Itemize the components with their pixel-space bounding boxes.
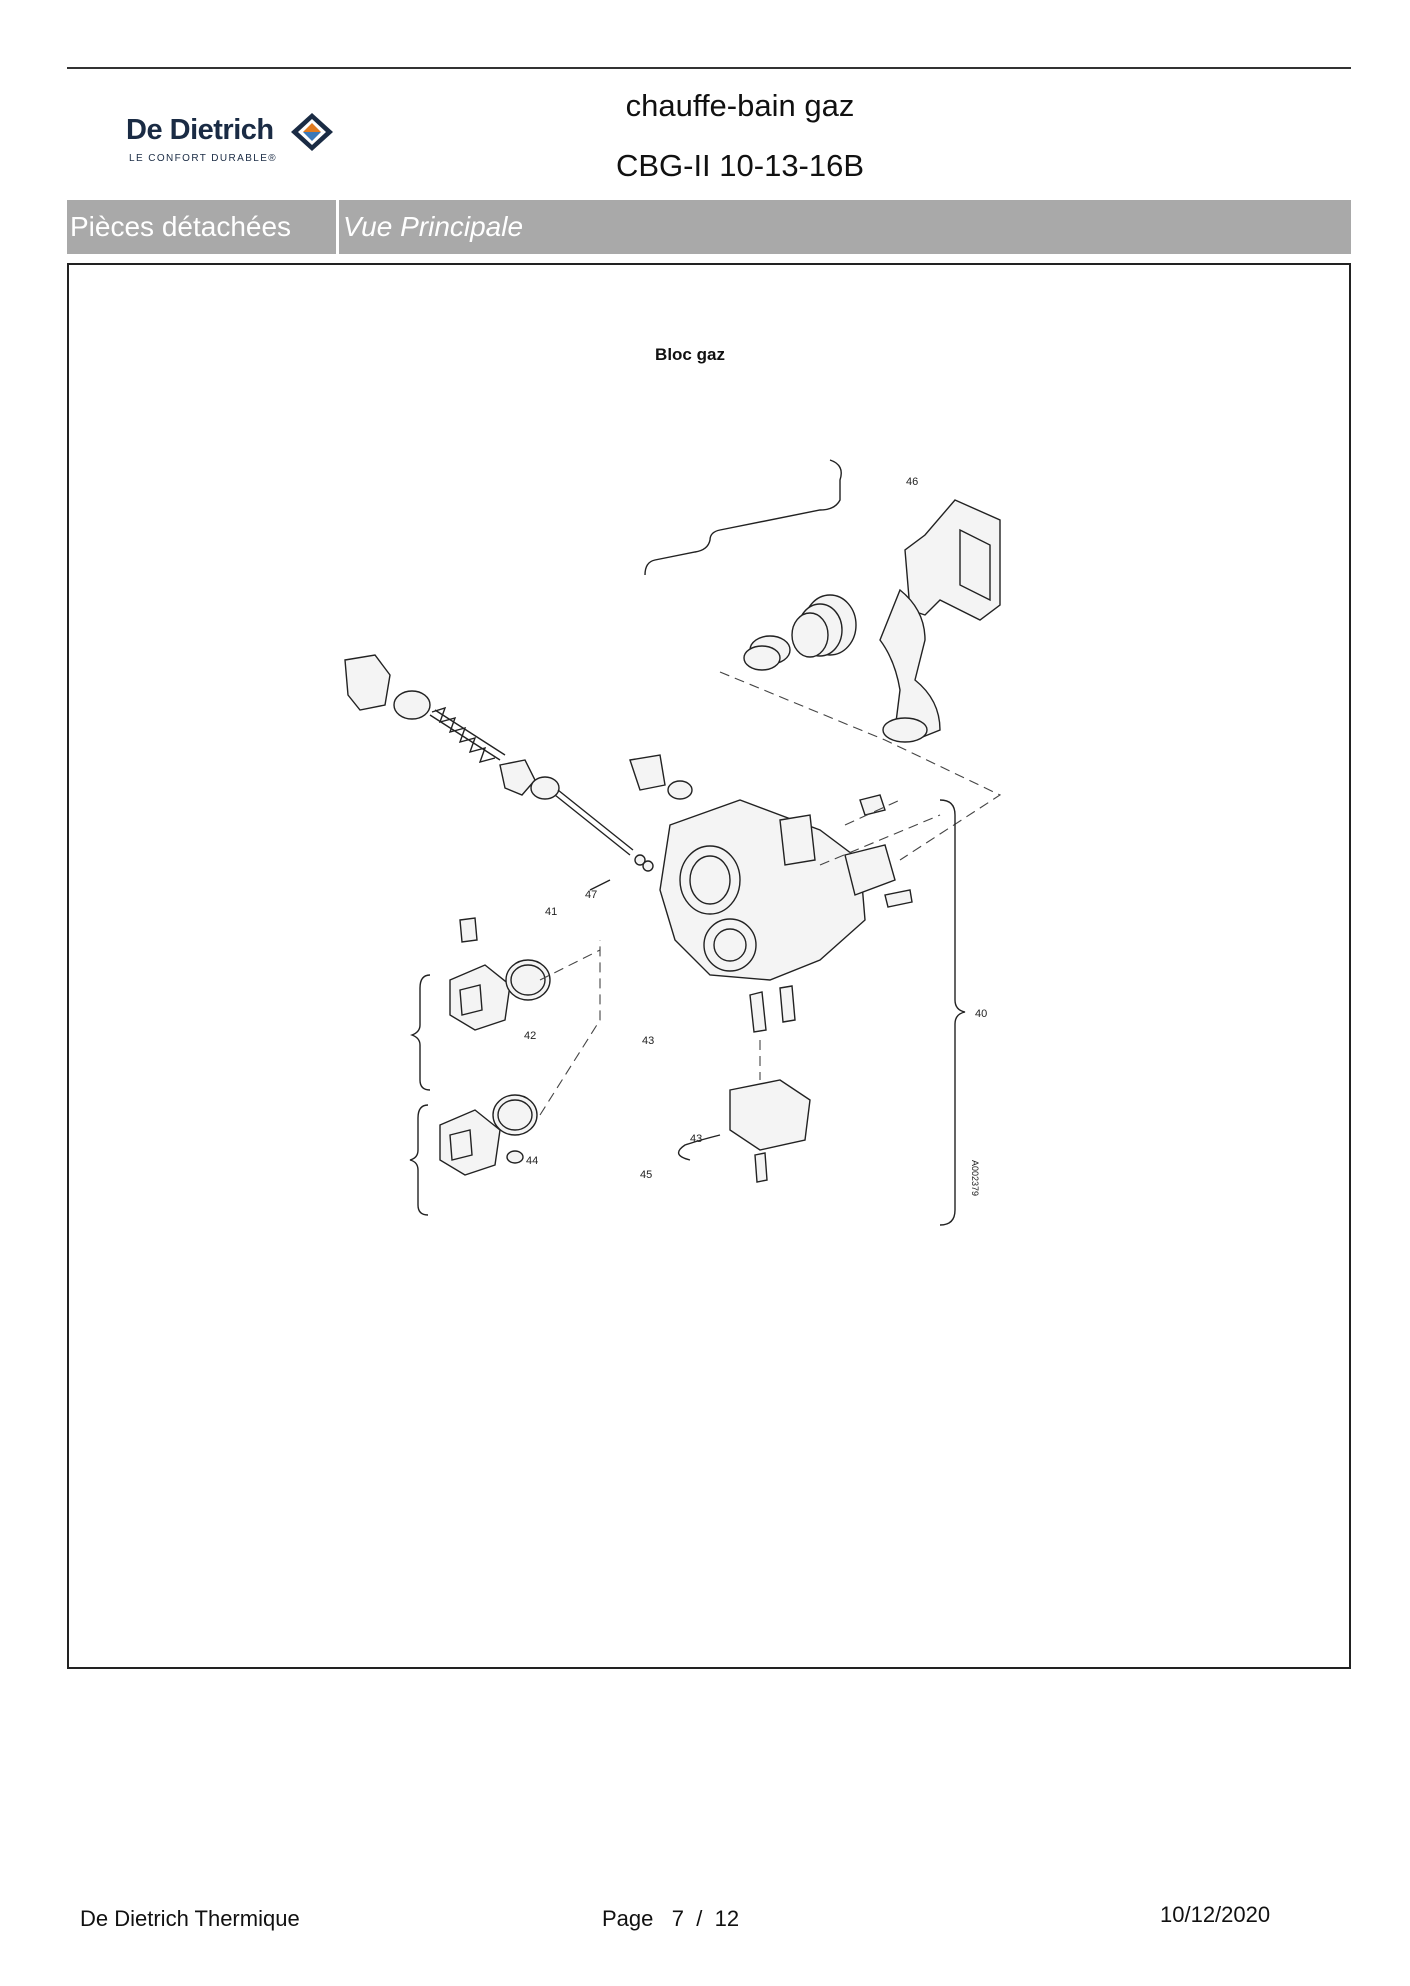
brand-tagline: LE CONFORT DURABLE® (129, 153, 278, 164)
product-type: chauffe-bain gaz (625, 88, 855, 123)
part-label-43b: 43 (690, 1133, 702, 1145)
part-label-44: 44 (526, 1155, 538, 1167)
outlet-pipe-assembly (644, 459, 1002, 861)
model-name: CBG-II 10-13-16B (615, 148, 865, 183)
page-indicator: Page 7 / 12 (602, 1906, 739, 1932)
part-label-46: 46 (906, 476, 918, 488)
bar-divider (336, 200, 339, 254)
part-label-41: 41 (545, 906, 557, 918)
part-label-40: 40 (975, 1008, 987, 1020)
diamond-logo-icon (291, 113, 333, 151)
part-labels: 46 47 41 42 43 43 44 45 43 40 A002379 (524, 476, 987, 1196)
brand-logo: De Dietrich LE CONFORT DURABLE® (126, 110, 346, 170)
section-bar: Pièces détachées Vue Principale (67, 200, 1351, 254)
header-rule (67, 67, 1351, 69)
page-current: 7 (671, 1906, 684, 1931)
part-label-45: 45 (640, 1169, 652, 1181)
diagram-frame (67, 263, 1351, 1669)
brand-name: De Dietrich (126, 114, 274, 146)
part-label-42: 42 (524, 1030, 536, 1042)
exploded-parts-diagram: 46 47 41 42 43 43 44 45 43 40 A002379 (344, 459, 1002, 1226)
page-total: 12 (714, 1906, 740, 1931)
modulator-assemblies (409, 917, 601, 1216)
view-label: Vue Principale (343, 211, 524, 242)
diagram-title: Bloc gaz (655, 345, 725, 364)
footer-date: 10/12/2020 (1160, 1902, 1271, 1927)
part-label-43a: 43 (642, 1035, 654, 1047)
gas-valve-body (659, 794, 966, 1226)
page-label: Page (602, 1906, 654, 1931)
page-separator: / (696, 1906, 703, 1931)
part-label-47: 47 (585, 889, 597, 901)
microswitch-assembly (677, 1040, 811, 1183)
drawing-reference: A002379 (970, 1160, 980, 1196)
footer-company: De Dietrich Thermique (80, 1906, 300, 1931)
regulator-parts (344, 654, 693, 891)
category-label: Pièces détachées (70, 211, 292, 242)
